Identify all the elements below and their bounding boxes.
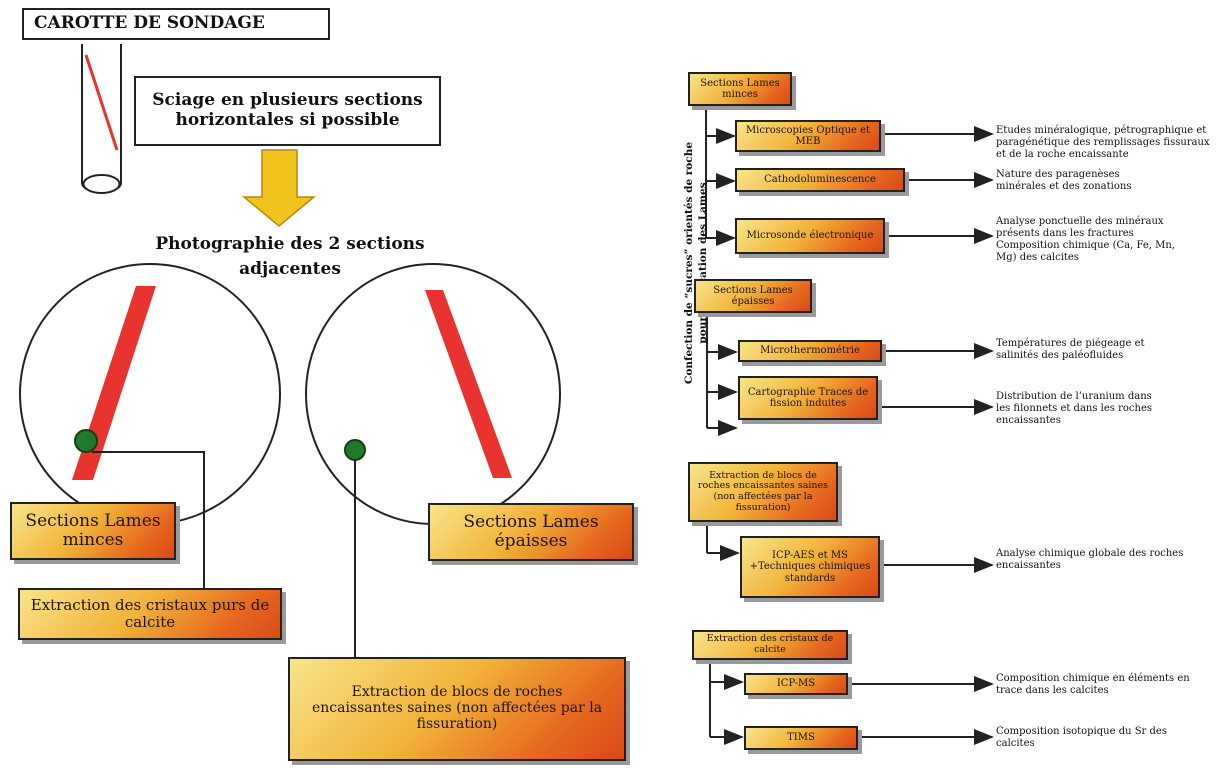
- result-cartographie: Distribution de l’uranium dans les filon…: [996, 391, 1156, 427]
- method-microscopies-label: Microscopies Optique et MEB: [745, 124, 871, 147]
- rock-spot-right: [344, 439, 366, 461]
- method-microscopies: Microscopies Optique et MEB: [735, 120, 881, 152]
- result-cathodoluminescence: Nature des paragenèses minérales et des …: [996, 169, 1166, 193]
- result-microscopies-text: Etudes minéralogique, pétrographique et …: [996, 125, 1210, 160]
- section-thin-label: Sections Lames minces: [25, 510, 161, 550]
- result-microthermometrie: Températures de piégeage et salinités de…: [996, 338, 1186, 362]
- extraction-blocks-label: Extraction de blocs de roches encaissant…: [311, 684, 603, 732]
- result-microthermometrie-text: Températures de piégeage et salinités de…: [996, 338, 1145, 361]
- drill-core-icon: [81, 44, 122, 194]
- extraction-crystals-box: Extraction des cristaux purs de calcite: [18, 588, 282, 640]
- method-cathodoluminescence-label: Cathodoluminescence: [764, 174, 876, 186]
- vertical-label-text: Confection de “sucres” orientés de roche…: [683, 141, 709, 385]
- group1-title: Sections Lames minces: [700, 77, 780, 100]
- method-icp-ms: ICP-MS: [744, 673, 848, 695]
- method-microsonde-label: Microsonde électronique: [746, 230, 874, 242]
- section-circle-right: [305, 263, 561, 525]
- extraction-crystals-label: Extraction des cristaux purs de calcite: [30, 596, 270, 631]
- method-icp-aes: ICP-AES et MS +Techniques chimiques stan…: [740, 536, 880, 598]
- method-microthermometrie-label: Microthermométrie: [760, 345, 860, 357]
- result-tims: Composition isotopique du Sr des calcite…: [996, 726, 1186, 750]
- result-microsonde-text: Analyse ponctuelle des minéraux présents…: [996, 216, 1176, 263]
- photo-caption: Photographie des 2 sections adjacentes: [150, 232, 430, 282]
- method-tims: TIMS: [744, 726, 858, 750]
- group2-title-box: Sections Lames épaisses: [694, 279, 812, 313]
- group2-title: Sections Lames épaisses: [713, 284, 793, 307]
- method-cartographie-label: Cartographie Traces de fission induites: [747, 386, 869, 409]
- group4-title: Extraction des cristaux de calcite: [706, 633, 834, 655]
- sawing-box: Sciage en plusieurs sections horizontale…: [134, 76, 441, 146]
- vein-left: [72, 286, 156, 480]
- result-icp-ms-text: Composition chimique en éléments en trac…: [996, 673, 1190, 696]
- section-circle-left: [19, 263, 281, 525]
- method-icp-aes-label: ICP-AES et MS +Techniques chimiques stan…: [749, 550, 871, 584]
- core-title: CAROTTE DE SONDAGE: [34, 13, 265, 34]
- sawing-text: Sciage en plusieurs sections horizontale…: [152, 90, 423, 130]
- method-cartographie: Cartographie Traces de fission induites: [738, 376, 878, 420]
- result-cathodoluminescence-text: Nature des paragenèses minérales et des …: [996, 169, 1132, 192]
- result-microscopies: Etudes minéralogique, pétrographique et …: [996, 125, 1218, 161]
- photo-caption-text: Photographie des 2 sections adjacentes: [155, 234, 425, 279]
- core-title-box: CAROTTE DE SONDAGE: [22, 8, 330, 40]
- result-icp-aes-text: Analyse chimique globale des roches enca…: [996, 548, 1184, 571]
- vein-right: [425, 290, 512, 478]
- result-microsonde: Analyse ponctuelle des minéraux présents…: [996, 216, 1196, 264]
- method-microsonde: Microsonde électronique: [735, 218, 885, 254]
- method-cathodoluminescence: Cathodoluminescence: [735, 168, 905, 192]
- calcite-spot-left: [74, 429, 98, 453]
- section-thick-label: Sections Lames épaisses: [463, 511, 599, 551]
- section-thin-box: Sections Lames minces: [10, 502, 176, 560]
- method-tims-label: TIMS: [787, 732, 815, 744]
- result-tims-text: Composition isotopique du Sr des calcite…: [996, 726, 1167, 749]
- extraction-blocks-box: Extraction de blocs de roches encaissant…: [288, 657, 626, 761]
- result-cartographie-text: Distribution de l’uranium dans les filon…: [996, 391, 1152, 426]
- group3-title-box: Extraction de blocs de roches encaissant…: [688, 462, 838, 522]
- method-icp-ms-label: ICP-MS: [776, 678, 816, 690]
- down-arrow-icon: [241, 149, 317, 227]
- group1-title-box: Sections Lames minces: [688, 72, 792, 106]
- result-icp-ms: Composition chimique en éléments en trac…: [996, 673, 1206, 697]
- result-icp-aes: Analyse chimique globale des roches enca…: [996, 548, 1186, 572]
- method-microthermometrie: Microthermométrie: [738, 340, 882, 362]
- group4-title-box: Extraction des cristaux de calcite: [692, 630, 848, 660]
- section-thick-box: Sections Lames épaisses: [428, 503, 634, 561]
- group3-title: Extraction de blocs de roches encaissant…: [697, 469, 829, 513]
- vertical-label: Confection de “sucres” orientés de roche…: [682, 128, 718, 398]
